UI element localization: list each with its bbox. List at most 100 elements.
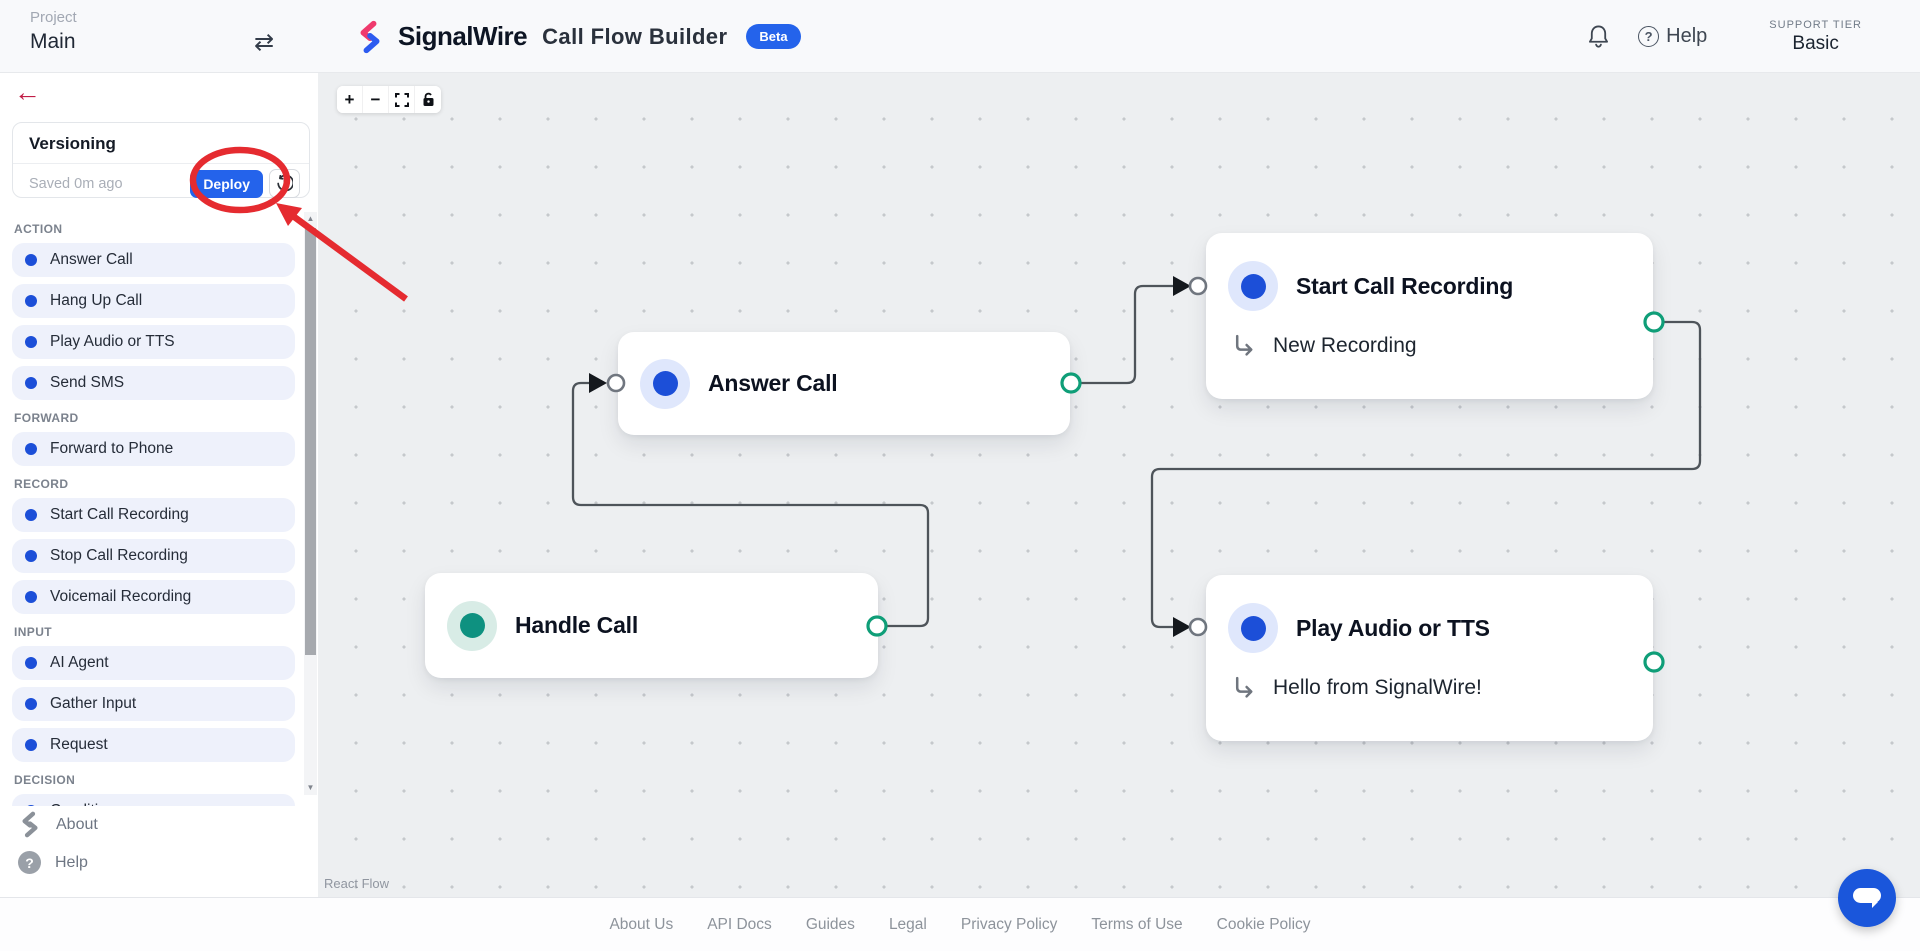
footer-link-api-docs[interactable]: API Docs [707,915,772,933]
help-question-icon: ? [1638,26,1660,47]
node-title: Handle Call [515,612,639,638]
footer-link-cookie-policy[interactable]: Cookie Policy [1216,915,1311,933]
palette-item-stop-call-recording[interactable]: Stop Call Recording [12,539,295,573]
palette-item-answer-call[interactable]: Answer Call [12,243,295,277]
node-title-row: Handle Call [425,600,639,651]
lock-toggle-button[interactable] [415,86,441,113]
node-type-icon [640,358,690,409]
version-history-button[interactable] [269,169,300,198]
node-title: Answer Call [708,370,838,396]
saved-status: Saved 0m ago [29,175,123,192]
scrollbar-thumb[interactable] [305,228,316,655]
input-arrowhead-play-audio [1173,617,1191,637]
palette-item-label: Voicemail Recording [50,588,192,605]
node-subtitle: New Recording [1273,333,1417,357]
palette-item-request[interactable]: Request [12,728,295,762]
sidebar-help-label: Help [55,853,88,871]
section-label-forward: FORWARD [14,411,79,425]
edge-answer-call-to-start-call-recording[interactable] [1080,284,1174,385]
sidebar-help-button[interactable]: ? Help [18,851,88,874]
branch-arrow-icon [1235,676,1253,698]
node-start-call-recording[interactable]: Start Call Recording New Recording [1206,233,1653,399]
palette-scrollbar[interactable]: ▲ ▼ [304,212,317,795]
palette-item-start-call-recording[interactable]: Start Call Recording [12,498,295,532]
section-label-record: RECORD [14,477,69,491]
signalwire-logo-icon [360,20,380,53]
footer: About Us API Docs Guides Legal Privacy P… [0,897,1920,951]
support-tier: SUPPORT TIER Basic [1769,19,1862,55]
project-name: Main [30,30,76,53]
palette-item-ai-agent[interactable]: AI Agent [12,646,295,680]
back-arrow-button[interactable]: ← [14,77,41,107]
blue-dot-icon [25,657,37,669]
versioning-panel: Versioning Saved 0m ago Deploy [12,122,310,198]
node-title-row: Start Call Recording [1206,261,1653,311]
zoom-out-button[interactable]: − [363,86,389,113]
header-right-group: ? Help SUPPORT TIER Basic [1587,0,1920,73]
versioning-row: Saved 0m ago Deploy [13,164,309,203]
versioning-title: Versioning [13,123,309,164]
section-label-decision: DECISION [14,773,76,787]
help-question-icon: ? [18,851,41,874]
palette-item-play-audio-or-tts[interactable]: Play Audio or TTS [12,325,295,359]
palette-item-label: Request [50,736,108,753]
palette-item-conditions[interactable]: Conditions [12,794,295,806]
scroll-down-arrow[interactable]: ▼ [306,783,315,792]
node-play-audio-or-tts[interactable]: Play Audio or TTS Hello from SignalWire! [1206,575,1653,741]
node-title: Play Audio or TTS [1296,614,1490,641]
unlock-icon [423,92,433,106]
input-arrowhead-start-call-recording [1173,276,1191,296]
help-button[interactable]: ? Help [1638,25,1707,48]
swap-project-icon[interactable]: ⇄ [254,29,275,56]
blue-dot-icon [25,698,37,710]
palette-item-forward-to-phone[interactable]: Forward to Phone [12,432,295,466]
zoom-in-button[interactable]: + [337,86,363,113]
blue-dot-icon [25,336,37,348]
footer-link-terms-of-use[interactable]: Terms of Use [1091,915,1183,933]
blue-dot-icon [25,739,37,751]
node-handle-call[interactable]: Handle Call [425,573,878,678]
blue-dot-icon [25,509,37,521]
about-label: About [56,815,98,833]
section-label-input: INPUT [14,625,52,639]
project-switcher[interactable]: Project Main [30,9,77,54]
scroll-up-arrow[interactable]: ▲ [306,214,315,223]
blue-dot-icon [25,443,37,455]
blue-dot-icon [25,295,37,307]
palette-item-label: Conditions [50,802,123,806]
node-subtitle-row: New Recording [1206,333,1653,358]
palette-item-label: Play Audio or TTS [50,333,175,350]
node-palette: ACTION Answer Call Hang Up Call Play Aud… [12,219,295,806]
palette-item-label: Start Call Recording [50,506,189,523]
fit-view-button[interactable] [389,86,415,113]
palette-item-send-sms[interactable]: Send SMS [12,366,295,400]
palette-item-gather-input[interactable]: Gather Input [12,687,295,721]
support-tier-value: Basic [1792,32,1839,54]
input-handle-play-audio[interactable] [1188,617,1208,637]
about-button[interactable]: About [18,811,98,838]
blue-dot-icon [25,805,37,806]
footer-link-legal[interactable]: Legal [888,915,927,933]
node-answer-call[interactable]: Answer Call [618,332,1070,435]
fit-view-icon [394,92,409,107]
node-type-icon [1228,603,1278,653]
flow-canvas[interactable]: + − Answer Call [318,73,1920,897]
signalwire-gray-icon [22,811,38,838]
palette-item-voicemail-recording[interactable]: Voicemail Recording [12,580,295,614]
palette-item-hang-up-call[interactable]: Hang Up Call [12,284,295,318]
footer-link-privacy-policy[interactable]: Privacy Policy [960,915,1058,933]
footer-link-about-us[interactable]: About Us [609,915,674,933]
input-handle-start-call-recording[interactable] [1188,276,1208,296]
chat-launcher-button[interactable] [1838,869,1896,927]
app-title: Call Flow Builder [542,23,728,49]
notifications-bell-icon[interactable] [1587,24,1610,49]
deploy-button[interactable]: Deploy [190,169,263,198]
blue-dot-icon [25,377,37,389]
support-tier-label: SUPPORT TIER [1769,18,1862,31]
left-sidebar: ← Versioning Saved 0m ago Deploy ACTION … [0,73,318,897]
branch-arrow-icon [1235,334,1253,356]
footer-link-guides[interactable]: Guides [805,915,855,933]
node-title-row: Answer Call [618,358,838,409]
palette-item-label: Stop Call Recording [50,547,188,564]
